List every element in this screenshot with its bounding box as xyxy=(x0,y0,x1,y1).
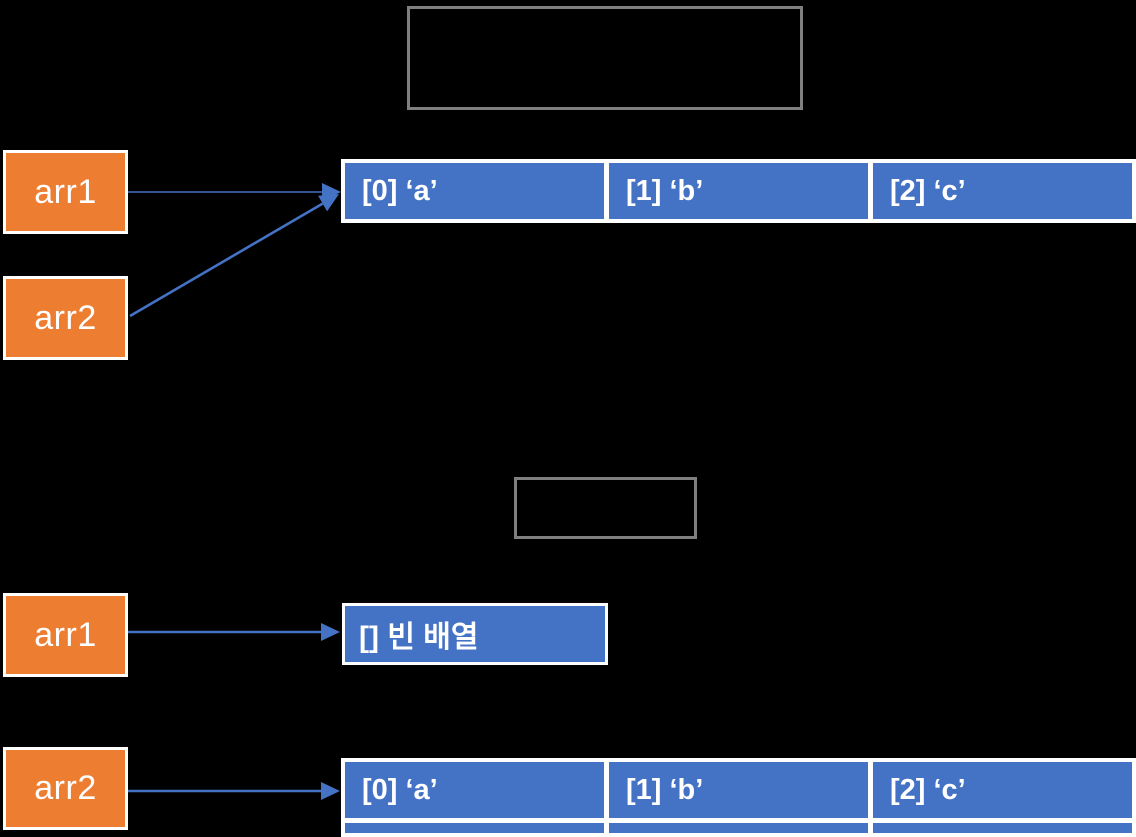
array-cell-1-after-text: [1] ‘b’ xyxy=(626,773,704,806)
pointer-label-arr1-after: arr1 xyxy=(34,615,97,654)
array-cutoff-cell-1 xyxy=(609,823,868,833)
array-row-before: [0] ‘a’ [1] ‘b’ [2] ‘c’ xyxy=(345,163,1132,219)
array-cell-2-after-text: [2] ‘c’ xyxy=(890,773,966,806)
arrow-arr2-after-head xyxy=(321,782,340,800)
pointer-box-arr2-after: arr2 xyxy=(3,747,128,830)
empty-array-text: [] 빈 배열 xyxy=(359,621,479,654)
array-cell-1-text: [1] ‘b’ xyxy=(626,174,704,207)
array-cell-0-before: [0] ‘a’ xyxy=(345,163,604,219)
pointer-box-arr2-before: arr2 xyxy=(3,276,128,360)
after-title-box xyxy=(514,477,697,539)
pointer-box-arr1-before: arr1 xyxy=(3,150,128,234)
array-row-after: [0] ‘a’ [1] ‘b’ [2] ‘c’ xyxy=(345,762,1132,818)
array-table-after: [0] ‘a’ [1] ‘b’ [2] ‘c’ xyxy=(341,758,1136,837)
pointer-box-arr1-after: arr1 xyxy=(3,593,128,677)
array-cell-0-after: [0] ‘a’ xyxy=(345,762,604,818)
before-title-box xyxy=(407,6,803,110)
array-cell-1-after: [1] ‘b’ xyxy=(609,762,868,818)
array-row-after-cutoff xyxy=(345,823,1132,833)
array-table-before: [0] ‘a’ [1] ‘b’ [2] ‘c’ xyxy=(341,159,1136,223)
array-cell-0-text: [0] ‘a’ xyxy=(362,174,438,207)
arrow-arr2-before-head xyxy=(318,194,339,212)
pointer-label-arr2-after: arr2 xyxy=(34,769,97,807)
arrow-arr2-before-line xyxy=(129,202,324,318)
array-cell-2-before: [2] ‘c’ xyxy=(873,163,1132,219)
array-cell-0-after-text: [0] ‘a’ xyxy=(362,773,438,806)
arrow-arr1-after-head xyxy=(321,623,340,641)
pointer-label-arr1-before: arr1 xyxy=(34,172,97,211)
array-cell-2-text: [2] ‘c’ xyxy=(890,174,966,207)
array-cutoff-cell-2 xyxy=(873,823,1132,833)
array-cutoff-cell-0 xyxy=(345,823,604,833)
array-cell-1-before: [1] ‘b’ xyxy=(609,163,868,219)
empty-array-box: [] 빈 배열 xyxy=(342,603,608,665)
array-cell-2-after: [2] ‘c’ xyxy=(873,762,1132,818)
arrow-arr1-before-head xyxy=(322,183,341,201)
pointer-label-arr2-before: arr2 xyxy=(34,298,97,337)
